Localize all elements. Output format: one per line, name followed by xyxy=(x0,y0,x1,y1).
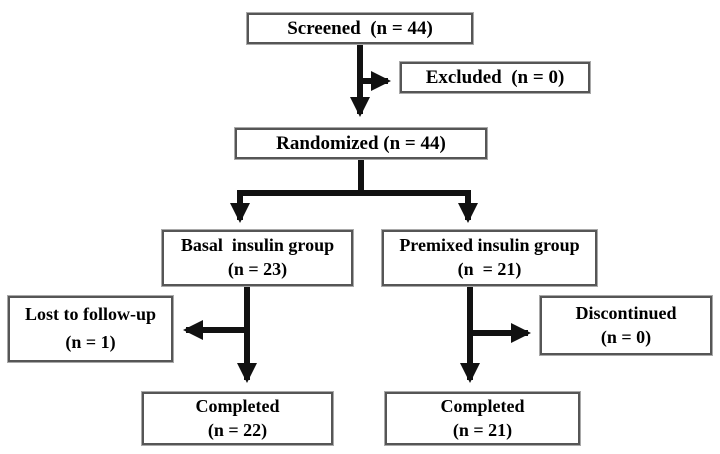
box-randomized: Randomized (n = 44) xyxy=(234,127,488,160)
box-lost-count: (n = 1) xyxy=(65,332,116,353)
box-discontinued-count: (n = 0) xyxy=(600,326,652,347)
box-completed-basal-count: (n = 22) xyxy=(207,419,268,440)
box-premixed-count: (n = 21) xyxy=(457,259,522,279)
box-basal-insulin-group: Basal insulin group (n = 23) xyxy=(161,229,354,287)
box-completed-premixed-count: (n = 21) xyxy=(452,419,513,440)
box-completed-premixed: Completed (n = 21) xyxy=(384,391,581,446)
connector-randomized-split xyxy=(238,160,468,196)
box-premixed-insulin-group: Premixed insulin group (n = 21) xyxy=(381,229,598,287)
box-excluded-label: Excluded (n = 0) xyxy=(425,66,565,88)
box-randomized-label: Randomized (n = 44) xyxy=(276,132,446,154)
box-completed-basal-title: Completed xyxy=(195,395,280,416)
box-completed-basal: Completed (n = 22) xyxy=(141,391,334,446)
box-discontinued-title: Discontinued xyxy=(575,302,677,323)
box-excluded: Excluded (n = 0) xyxy=(399,61,591,94)
box-completed-premixed-title: Completed xyxy=(440,395,525,416)
box-screened-label: Screened (n = 44) xyxy=(287,17,433,39)
box-premixed-title: Premixed insulin group xyxy=(399,235,580,256)
box-lost-title: Lost to follow-up xyxy=(24,303,156,324)
box-discontinued: Discontinued (n = 0) xyxy=(539,295,713,356)
box-screened: Screened (n = 44) xyxy=(246,12,474,45)
box-basal-count: (n = 23) xyxy=(227,259,288,279)
box-lost-to-follow-up: Lost to follow-up (n = 1) xyxy=(7,295,174,363)
box-basal-title: Basal insulin group xyxy=(180,235,335,256)
